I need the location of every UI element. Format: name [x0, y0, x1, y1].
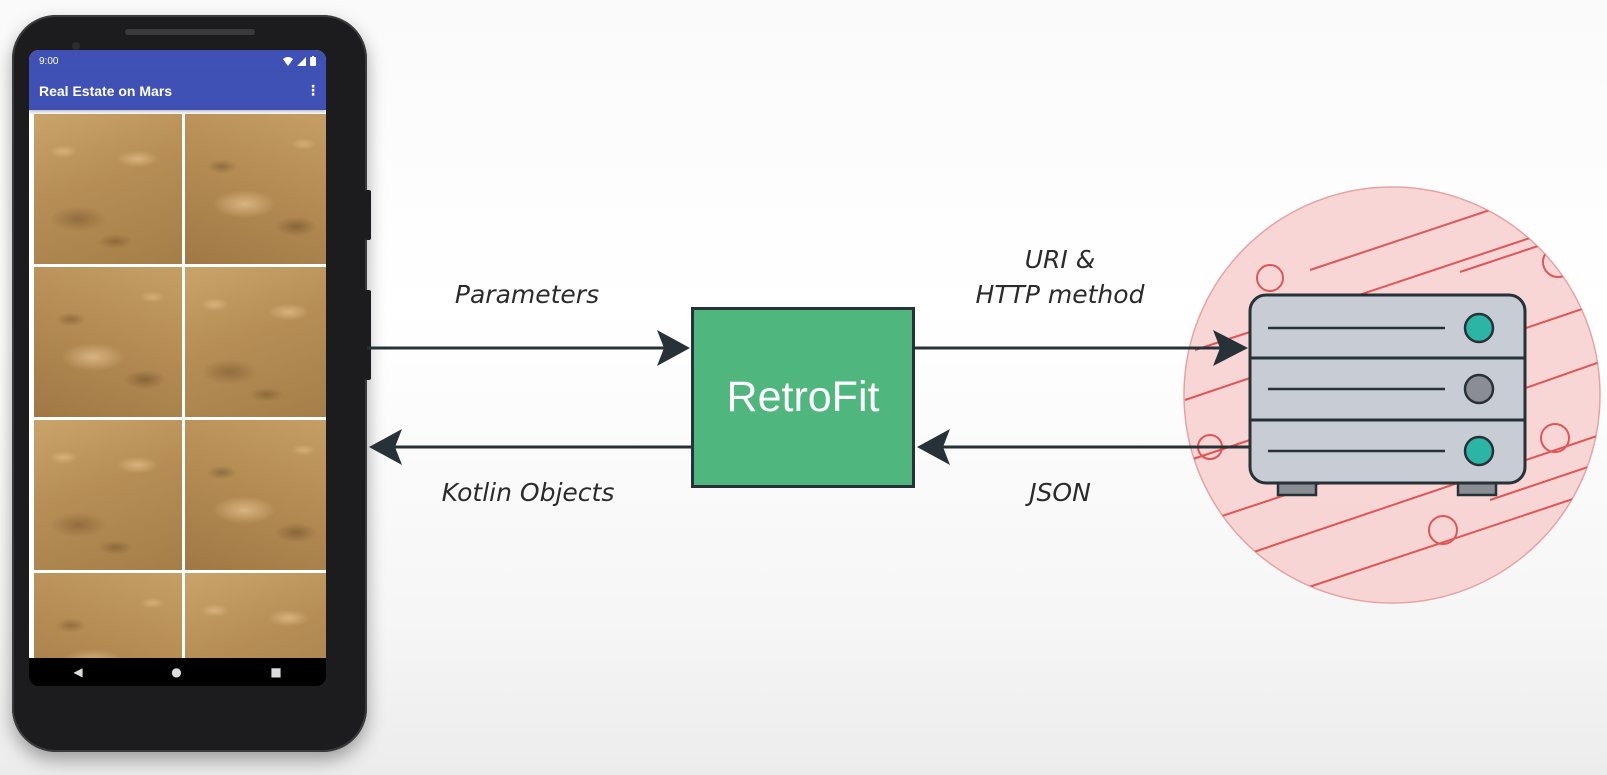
retrofit-box: RetroFit	[691, 307, 915, 488]
app-title: Real Estate on Mars	[39, 83, 173, 99]
json-label: JSON	[1029, 478, 1091, 507]
arrowhead-left	[369, 429, 402, 465]
mars-photo-tile[interactable]	[185, 573, 326, 658]
status-icons	[283, 56, 316, 66]
retrofit-label: RetroFit	[726, 373, 880, 421]
status-bar: 9:00	[29, 50, 326, 72]
parameters-label: Parameters	[454, 280, 600, 309]
home-icon[interactable]: ●	[171, 665, 182, 679]
mars-photo-tile[interactable]	[34, 267, 182, 417]
http-method-label: HTTP method	[975, 280, 1145, 309]
battery-icon	[310, 56, 316, 66]
server-icon	[1248, 293, 1527, 497]
arrowhead-right	[1213, 330, 1248, 366]
mars-photo-tile[interactable]	[34, 114, 182, 264]
wifi-icon	[283, 56, 293, 66]
uri-label: URI &	[1024, 245, 1096, 274]
phone-screen: 9:00 Real Estate on Mars ⋮	[29, 50, 326, 658]
mars-photo-tile[interactable]	[185, 420, 326, 570]
arrowhead-left	[917, 429, 950, 465]
overflow-menu-icon[interactable]: ⋮	[306, 83, 320, 99]
status-time: 9:00	[39, 55, 59, 67]
android-nav-bar: ◀ ● ■	[29, 658, 326, 686]
phone-power-button	[365, 190, 371, 240]
recents-icon[interactable]: ■	[270, 665, 282, 679]
arrowhead-right	[657, 330, 690, 366]
mars-photo-tile[interactable]	[34, 420, 182, 570]
mars-photo-tile[interactable]	[34, 573, 182, 658]
app-bar: Real Estate on Mars ⋮	[29, 72, 326, 110]
phone-camera	[72, 42, 80, 50]
kotlin-objects-label: Kotlin Objects	[441, 478, 615, 507]
back-icon[interactable]: ◀	[73, 665, 83, 679]
mars-photo-tile[interactable]	[185, 114, 326, 264]
signal-icon	[297, 56, 306, 66]
phone-speaker	[125, 29, 255, 35]
phone-volume-button	[365, 290, 371, 380]
mars-property-grid	[29, 110, 326, 658]
mars-photo-tile[interactable]	[185, 267, 326, 417]
